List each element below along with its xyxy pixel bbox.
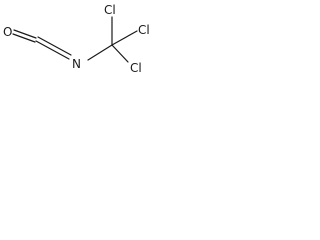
nitrogen-carbon-single-bond: [87, 44, 113, 61]
chlorine-atom-label-top-left: Cl: [104, 3, 116, 17]
carbon-chlorine-bond-top-right: [111, 30, 138, 46]
chemical-structure: O N Cl Cl Cl: [3, 3, 150, 75]
carbon-nitrogen-double-bond: [35, 36, 72, 60]
oxygen-carbon-double-bond: [12, 29, 37, 43]
carbon-chlorine-bond-bottom-right: [111, 44, 129, 63]
chlorine-atom-label-top-right: Cl: [138, 23, 150, 37]
oxygen-atom-label: O: [3, 25, 12, 39]
nitrogen-atom-label: N: [72, 57, 81, 71]
chlorine-atom-label-bottom-right: Cl: [130, 61, 142, 75]
